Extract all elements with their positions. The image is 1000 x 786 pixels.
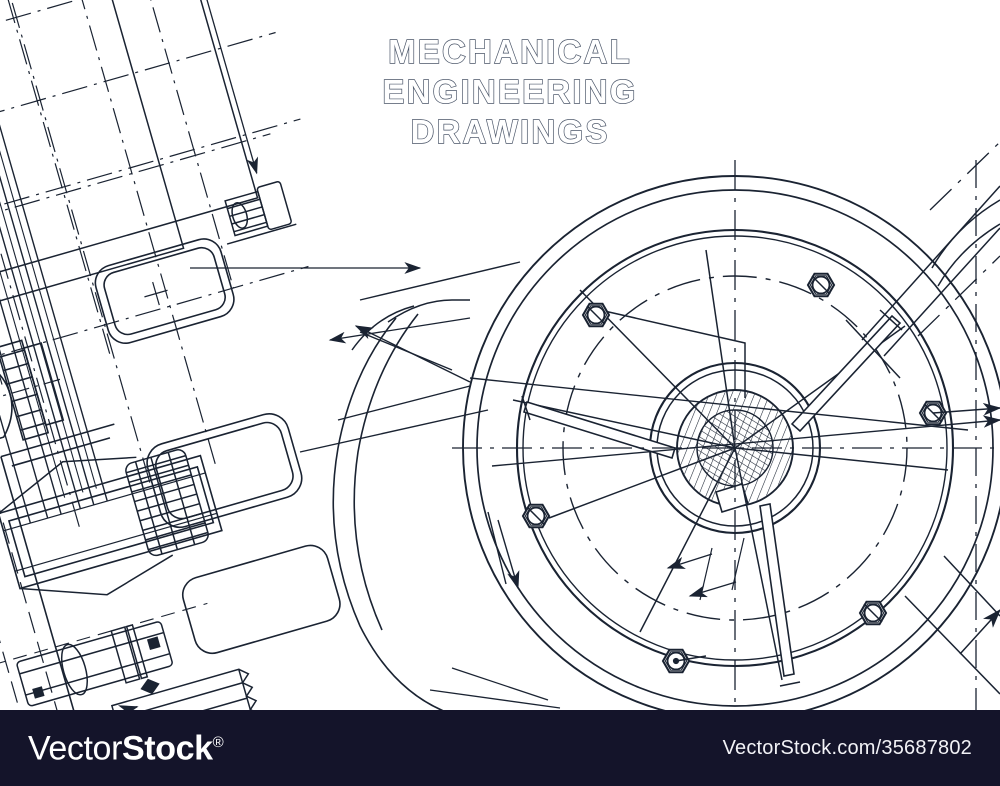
vectorstock-logo: VectorStock® (28, 726, 224, 765)
registered-trademark-icon: ® (212, 734, 224, 751)
logo-text-bold: Stock (122, 729, 213, 768)
watermark-footer-bar (0, 710, 1000, 786)
vectorstock-url: VectorStock.com/35687802 (722, 737, 972, 759)
logo-text-light: Vector (28, 729, 122, 768)
